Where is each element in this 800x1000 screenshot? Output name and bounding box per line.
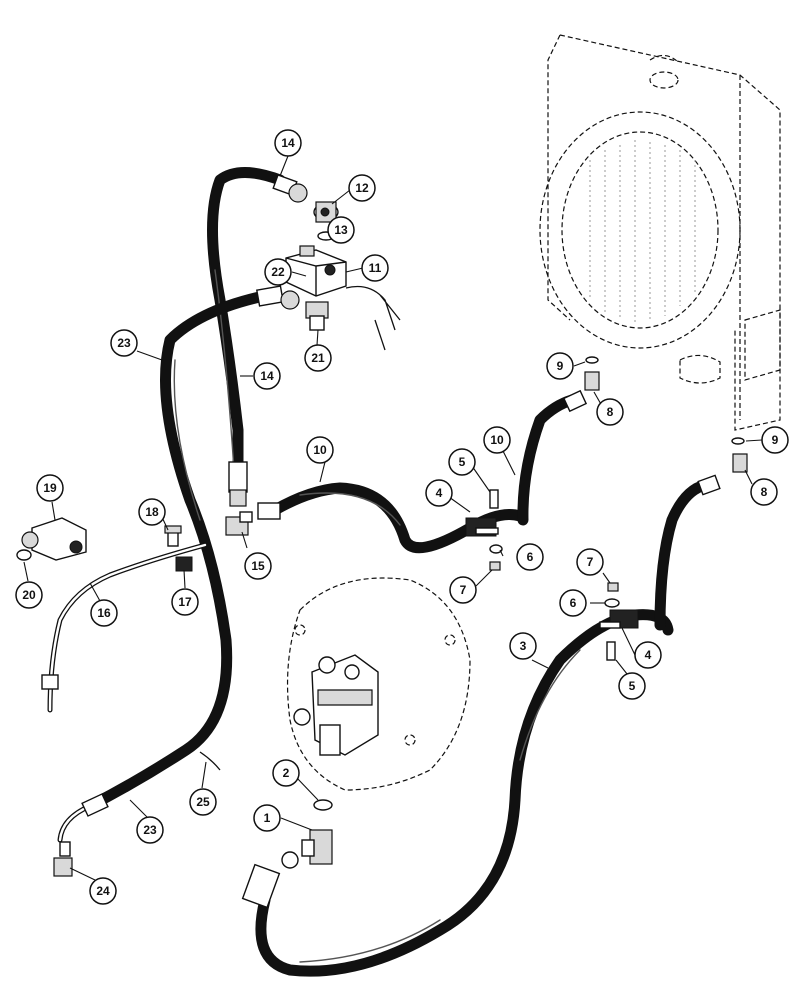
svg-text:9: 9 bbox=[772, 433, 779, 447]
o-ring-9-upper bbox=[585, 356, 599, 364]
svg-text:14: 14 bbox=[281, 136, 295, 150]
elbow-fitting-24 bbox=[53, 841, 73, 877]
callout-2: 2 bbox=[272, 759, 300, 787]
callout-10-upper: 10 bbox=[306, 436, 334, 464]
o-ring-2 bbox=[313, 799, 333, 811]
nut-7-upper bbox=[489, 561, 501, 571]
svg-text:20: 20 bbox=[22, 588, 36, 602]
svg-text:21: 21 bbox=[311, 351, 325, 365]
svg-text:8: 8 bbox=[761, 485, 768, 499]
svg-text:14: 14 bbox=[260, 369, 274, 383]
svg-text:7: 7 bbox=[460, 583, 467, 597]
callout-23-lower: 23 bbox=[136, 816, 164, 844]
svg-text:23: 23 bbox=[143, 823, 157, 837]
svg-text:15: 15 bbox=[251, 559, 265, 573]
tie-strap-25 bbox=[199, 751, 221, 771]
svg-text:7: 7 bbox=[587, 555, 594, 569]
callout-20: 20 bbox=[15, 581, 43, 609]
callout-9-lower: 9 bbox=[761, 426, 789, 454]
callout-8-upper: 8 bbox=[596, 398, 624, 426]
svg-text:5: 5 bbox=[629, 679, 636, 693]
tee-fitting-15 bbox=[225, 511, 253, 536]
bolt-5-upper bbox=[489, 489, 499, 509]
hose-10 bbox=[257, 389, 588, 554]
clamp-4-upper bbox=[465, 517, 499, 537]
callout-4-upper: 4 bbox=[425, 479, 453, 507]
svg-text:5: 5 bbox=[459, 455, 466, 469]
callout-8-lower: 8 bbox=[750, 478, 778, 506]
fitting-12 bbox=[313, 201, 339, 223]
fitting-19 bbox=[21, 517, 87, 561]
callout-10-lower: 10 bbox=[483, 426, 511, 454]
washer-6-lower bbox=[604, 598, 620, 608]
callout-25: 25 bbox=[189, 788, 217, 816]
callout-11: 11 bbox=[361, 254, 389, 282]
callout-17: 17 bbox=[171, 588, 199, 616]
callout-4-lower: 4 bbox=[634, 641, 662, 669]
fitting-21 bbox=[305, 301, 329, 331]
svg-text:3: 3 bbox=[520, 639, 527, 653]
clamp-4-lower bbox=[599, 609, 639, 629]
svg-text:18: 18 bbox=[145, 505, 159, 519]
callout-6-upper: 6 bbox=[516, 543, 544, 571]
callout-5-upper: 5 bbox=[448, 448, 476, 476]
callout-23-upper: 23 bbox=[110, 329, 138, 357]
svg-text:24: 24 bbox=[96, 884, 110, 898]
callout-21: 21 bbox=[304, 344, 332, 372]
callout-7-lower: 7 bbox=[576, 548, 604, 576]
svg-text:4: 4 bbox=[436, 486, 443, 500]
radiator bbox=[539, 34, 781, 431]
svg-text:2: 2 bbox=[283, 766, 290, 780]
o-ring-9-lower bbox=[731, 437, 745, 445]
svg-text:6: 6 bbox=[527, 550, 534, 564]
o-ring-20 bbox=[16, 549, 32, 561]
svg-text:25: 25 bbox=[196, 795, 210, 809]
callout-18: 18 bbox=[138, 498, 166, 526]
svg-text:4: 4 bbox=[645, 648, 652, 662]
nut-7-lower bbox=[607, 582, 619, 592]
svg-text:8: 8 bbox=[607, 405, 614, 419]
hose-14 bbox=[207, 167, 308, 507]
fitting-1 bbox=[281, 829, 333, 869]
callout-3: 3 bbox=[509, 632, 537, 660]
bolt-5-lower bbox=[606, 641, 616, 661]
svg-text:10: 10 bbox=[313, 443, 327, 457]
callout-5-lower: 5 bbox=[618, 672, 646, 700]
clip-17 bbox=[175, 556, 193, 572]
callout-16: 16 bbox=[90, 599, 118, 627]
callout-12: 12 bbox=[348, 174, 376, 202]
svg-text:1: 1 bbox=[264, 811, 271, 825]
callout-1: 1 bbox=[253, 804, 281, 832]
callout-6-lower: 6 bbox=[559, 589, 587, 617]
svg-text:23: 23 bbox=[117, 336, 131, 350]
washer-6-upper bbox=[489, 544, 503, 554]
svg-text:11: 11 bbox=[369, 261, 382, 275]
callout-24: 24 bbox=[89, 877, 117, 905]
svg-text:17: 17 bbox=[178, 595, 192, 609]
tube-16 bbox=[41, 542, 208, 713]
callout-9-upper: 9 bbox=[546, 352, 574, 380]
callout-15: 15 bbox=[244, 552, 272, 580]
svg-text:22: 22 bbox=[271, 265, 285, 279]
callout-22: 22 bbox=[264, 258, 292, 286]
bolt-18 bbox=[164, 525, 182, 547]
svg-text:12: 12 bbox=[355, 181, 369, 195]
svg-text:19: 19 bbox=[43, 481, 57, 495]
callout-7-upper: 7 bbox=[449, 576, 477, 604]
svg-text:16: 16 bbox=[97, 606, 111, 620]
svg-text:13: 13 bbox=[334, 223, 348, 237]
elbow-8-lower bbox=[732, 453, 748, 473]
svg-text:9: 9 bbox=[557, 359, 564, 373]
callout-19: 19 bbox=[36, 474, 64, 502]
callout-14-upper: 14 bbox=[274, 129, 302, 157]
callout-13: 13 bbox=[327, 216, 355, 244]
callout-14-lower: 14 bbox=[253, 362, 281, 390]
svg-text:6: 6 bbox=[570, 596, 577, 610]
transmission-housing bbox=[286, 577, 471, 791]
elbow-8-upper bbox=[584, 371, 600, 391]
hose-23 bbox=[57, 285, 300, 843]
svg-text:10: 10 bbox=[490, 433, 504, 447]
